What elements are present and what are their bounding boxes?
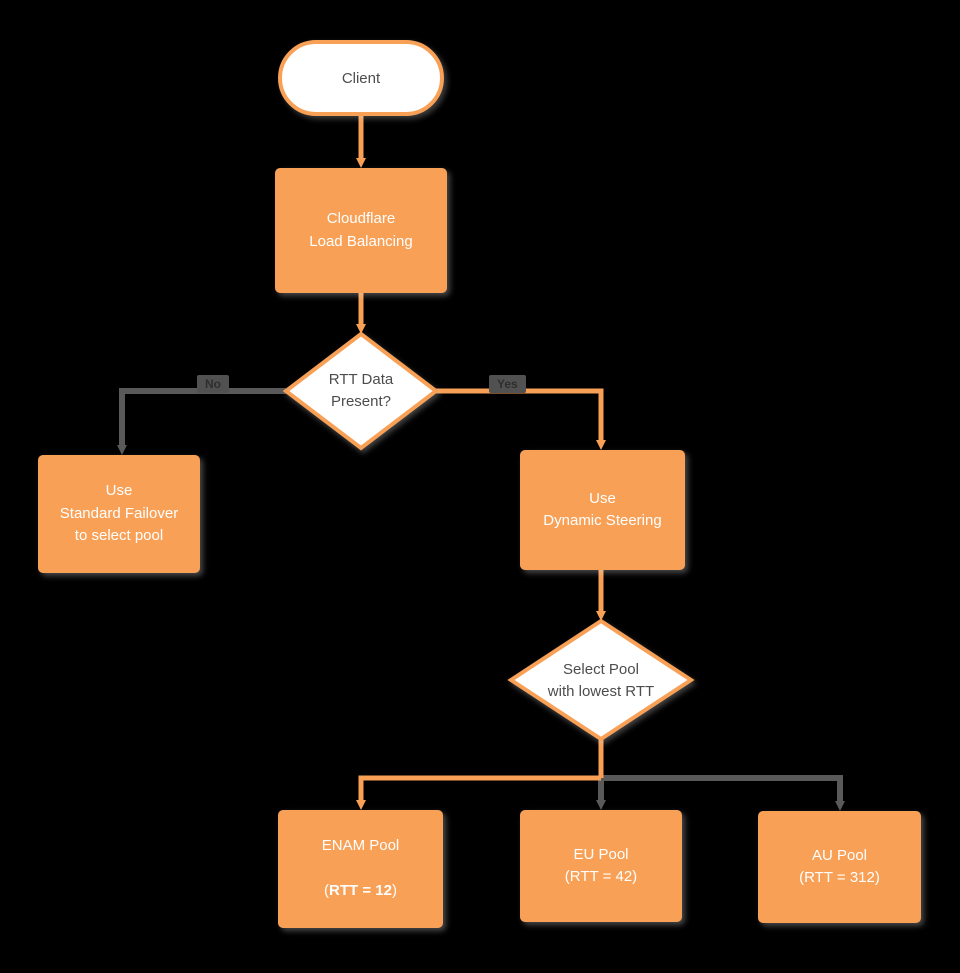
edge-no-to-standard-failover [117, 388, 286, 455]
standard-failover-node: Use Standard Failover to select pool [38, 455, 200, 573]
rtt-decision-diamond [282, 331, 440, 451]
dynamic-steering-node: Use Dynamic Steering [520, 450, 685, 570]
edge-select-pool-to-enam-pool [356, 775, 601, 810]
edge-label-no: No [197, 375, 229, 393]
load-balancing-node: Cloudflare Load Balancing [275, 168, 447, 293]
eu-pool-title: EU Pool [573, 845, 629, 863]
dynamic-steering-label: Use Dynamic Steering [543, 489, 662, 530]
edge-select-pool-to-au-pool [601, 775, 845, 811]
standard-failover-label: Use Standard Failover to select pool [59, 482, 179, 545]
au-pool-title: AU Pool [811, 846, 868, 864]
au-pool-rtt: (RTT = 312) [799, 869, 880, 886]
enam-pool-node: ENAM Pool (RTT = 12) [278, 810, 443, 928]
eu-pool-rtt: (RTT = 42) [564, 868, 638, 885]
eu-pool-node: EU Pool (RTT = 42) [520, 810, 682, 922]
select-pool-diamond [507, 618, 695, 742]
client-node: Client [278, 40, 444, 116]
edge-label-yes: Yes [489, 375, 526, 393]
enam-pool-rtt: (RTT = 12) [324, 882, 397, 900]
au-pool-node: AU Pool (RTT = 312) [758, 811, 921, 923]
client-label: Client [341, 69, 381, 87]
rtt-decision-label: RTT Data Present? [328, 370, 394, 411]
edge-yes-to-dynamic-steering [436, 388, 606, 450]
select-pool-label: Select Pool with lowest RTT [547, 660, 655, 701]
enam-pool-title: ENAM Pool [321, 837, 400, 855]
load-balancing-label: Cloudflare Load Balancing [309, 210, 413, 250]
